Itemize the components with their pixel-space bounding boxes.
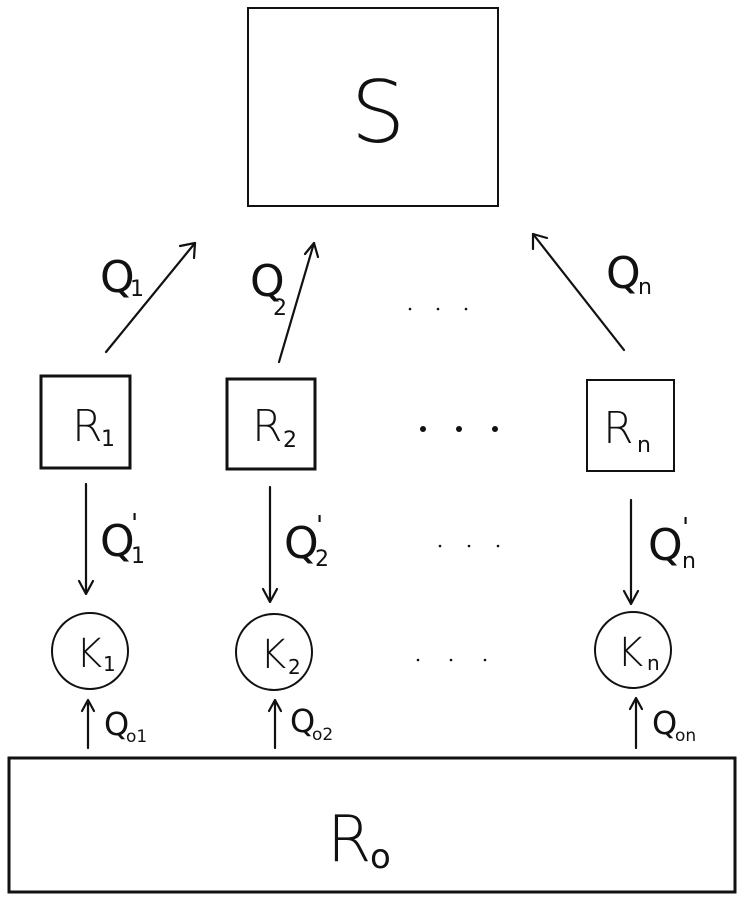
svg-text:': ' [316,511,323,541]
svg-text:R: R [327,803,371,877]
node-k1: K 1 [51,612,129,690]
arrow-q1-prime [77,482,95,596]
label-q2-prime: Q ' 2 [284,511,329,572]
arrow-q1 [104,241,197,354]
arrow-q02 [267,698,283,750]
label-qn: Q n [606,248,652,300]
label-q1: Q 1 [100,252,144,303]
svg-text:': ' [131,509,138,539]
svg-text:n: n [637,433,651,458]
ellipsis-middle [438,544,500,548]
svg-text:on: on [675,726,696,746]
label-q2: Q 2 [250,256,287,321]
box-s-label: S [351,63,406,163]
svg-text:o1: o1 [126,727,147,747]
svg-text:1: 1 [101,427,115,452]
svg-text:o: o [370,837,391,877]
node-kn: K n [594,611,672,689]
node-k2: K 2 [235,613,313,691]
svg-text:R: R [603,403,634,454]
svg-text:Q: Q [250,256,285,307]
svg-text:K: K [260,632,286,678]
label-q1-prime: Q ' 1 [100,509,145,569]
arrow-q2 [277,241,320,364]
svg-text:2: 2 [283,428,297,453]
svg-text:2: 2 [288,655,301,679]
arrow-q01 [80,698,96,750]
ellipsis-r-row [420,426,498,432]
svg-text:R: R [72,401,103,452]
svg-text:K: K [76,631,102,677]
svg-text:1: 1 [130,277,144,302]
svg-text:Q: Q [100,252,135,303]
ellipsis-k-row [416,658,487,662]
svg-text:K: K [617,630,643,676]
ellipsis-upper [408,307,468,311]
label-qn-prime: Q ' n [648,513,696,574]
label-q0n: Q on [652,704,696,746]
arrow-qn-prime [622,498,640,606]
svg-text:1: 1 [103,652,116,676]
svg-text:': ' [682,513,689,543]
box-r2: R 2 [225,377,317,471]
svg-text:Q: Q [652,704,677,742]
svg-text:Q: Q [100,516,135,567]
svg-text:Q: Q [606,248,641,299]
label-q01: Q o1 [104,705,147,747]
arrow-q2-prime [261,485,279,604]
svg-text:n: n [647,651,660,675]
arrow-qn [531,232,626,352]
svg-text:Q: Q [284,518,319,569]
svg-text:R: R [252,401,283,452]
box-s: S [247,7,499,207]
svg-text:Q: Q [648,520,683,571]
svg-text:2: 2 [273,296,287,321]
svg-text:1: 1 [131,544,145,569]
arrow-q0n [628,696,644,750]
svg-text:Q: Q [290,702,315,740]
box-r0: R o [7,756,737,894]
box-r1: R 1 [39,374,132,470]
svg-text:2: 2 [315,547,329,572]
svg-text:n: n [638,275,652,300]
svg-text:o2: o2 [312,725,333,745]
box-rn: R n [586,379,675,472]
label-q02: Q o2 [290,702,333,745]
svg-text:n: n [682,549,696,574]
svg-text:Q: Q [104,705,129,743]
